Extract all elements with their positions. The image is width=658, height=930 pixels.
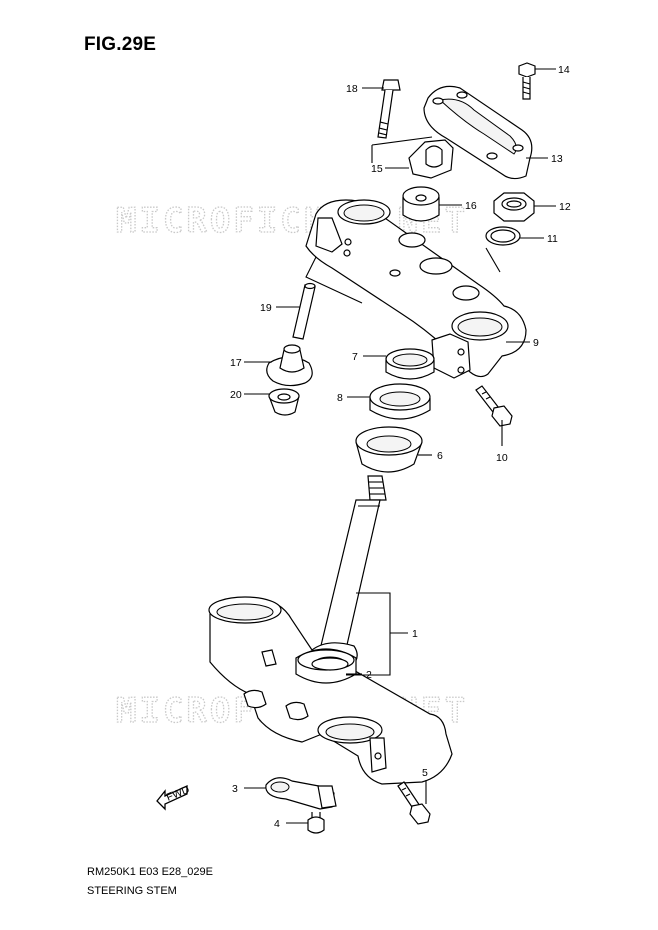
callout-20: 20 [230,389,242,401]
footer-code: RM250K1 E03 E28_029E [87,866,213,878]
callout-1: 1 [412,628,418,640]
callout-11: 11 [547,233,558,245]
callout-18: 18 [346,83,358,95]
callout-leaders [244,68,556,824]
part-19-pin [292,282,316,340]
fwd-label: FWD [165,784,192,804]
callout-14: 14 [558,64,570,76]
callout-12: 12 [559,201,571,213]
callout-17: 17 [230,357,242,369]
callout-19: 19 [260,302,272,314]
callout-10: 10 [496,452,508,464]
part-6-bearing [355,426,423,473]
part-10-bolt [475,385,513,427]
part-1-steering-stem [208,475,453,785]
part-4-screw [307,812,325,834]
part-14-bolt [518,62,536,100]
callout-3: 3 [232,783,238,795]
fwd-arrow-icon: FWD [156,784,192,811]
callout-2: 2 [366,669,372,681]
callout-6: 6 [437,450,443,462]
callout-7: 7 [352,351,358,363]
figure-title: FIG.29E [84,34,157,55]
part-9-upper-bracket [305,199,527,379]
part-5-bolt [397,781,431,825]
callout-4: 4 [274,818,280,830]
part-16-rubber-cushion [402,186,440,222]
callout-5: 5 [422,767,428,779]
callout-9: 9 [533,337,539,349]
part-12-stem-nut [493,192,535,222]
part-3-clamp [265,777,337,810]
part-13-handlebar-clamp [423,85,533,180]
part-7-lock-nut [385,348,435,380]
part-2-seal [311,657,349,671]
part-15-handlebar-holder [408,139,454,179]
part-18-bolt [377,79,401,139]
callout-15: 15 [371,163,383,175]
part-11-washer [485,226,521,246]
callout-8: 8 [337,392,343,404]
part-20-grommet [268,388,300,416]
part-17-guide [266,344,313,387]
footer-name: STEERING STEM [87,885,177,897]
part-8-dust-seal [369,383,431,420]
callout-13: 13 [551,153,563,165]
callout-16: 16 [465,200,477,212]
